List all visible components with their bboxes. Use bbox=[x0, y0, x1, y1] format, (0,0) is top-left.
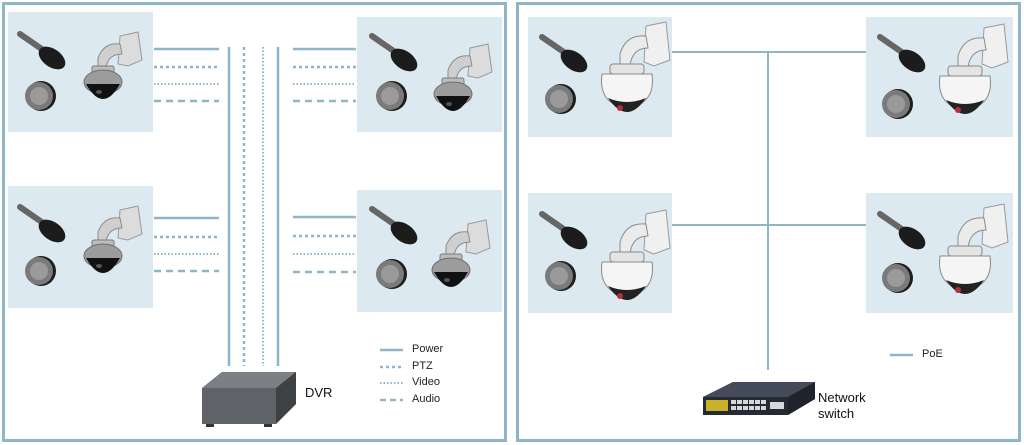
network-switch-label-line1: Network bbox=[818, 390, 866, 405]
analog-trunk-cables bbox=[227, 47, 280, 366]
legend-label-audio: Audio bbox=[412, 393, 441, 405]
ip-dome-camera-icon bbox=[939, 203, 1009, 295]
analog-camera-group bbox=[8, 12, 153, 132]
dome-camera-icon bbox=[431, 219, 491, 288]
analog-legend-swatches bbox=[380, 348, 403, 402]
legend-label-ptz: PTZ bbox=[412, 360, 433, 372]
microphone-icon bbox=[880, 214, 929, 254]
speaker-icon bbox=[545, 84, 576, 114]
analog-camera-cables bbox=[154, 47, 356, 274]
speaker-icon bbox=[376, 259, 407, 289]
microphone-icon bbox=[542, 214, 591, 254]
dvr-label: DVR bbox=[305, 385, 333, 400]
ip-dome-camera-icon bbox=[601, 21, 671, 113]
ip-dome-camera-icon bbox=[939, 23, 1009, 115]
dome-camera-icon bbox=[83, 31, 143, 100]
speaker-icon bbox=[376, 81, 407, 111]
dvr-icon bbox=[202, 372, 296, 427]
microphone-icon bbox=[20, 34, 69, 74]
dome-camera-icon bbox=[433, 43, 493, 112]
legend-label-poe: PoE bbox=[922, 348, 943, 360]
network-switch-icon bbox=[703, 382, 815, 415]
microphone-icon bbox=[542, 37, 591, 77]
speaker-icon bbox=[25, 256, 56, 286]
poe-cables bbox=[672, 51, 866, 370]
speaker-icon bbox=[882, 89, 913, 119]
microphone-icon bbox=[372, 36, 421, 76]
network-switch-label: Network switch bbox=[818, 390, 866, 422]
network-switch-label-line2: switch bbox=[818, 406, 855, 421]
microphone-icon bbox=[372, 209, 421, 249]
dome-camera-icon bbox=[83, 205, 143, 274]
speaker-icon bbox=[545, 261, 576, 291]
legend-label-power: Power bbox=[412, 343, 444, 355]
speaker-icon bbox=[25, 81, 56, 111]
ip-camera-group bbox=[528, 193, 672, 313]
speaker-icon bbox=[882, 263, 913, 293]
microphone-icon bbox=[880, 37, 929, 77]
legend-label-video: Video bbox=[412, 376, 440, 388]
microphone-icon bbox=[20, 207, 69, 247]
analog-camera-group bbox=[8, 186, 153, 308]
ip-dome-camera-icon bbox=[601, 209, 671, 301]
